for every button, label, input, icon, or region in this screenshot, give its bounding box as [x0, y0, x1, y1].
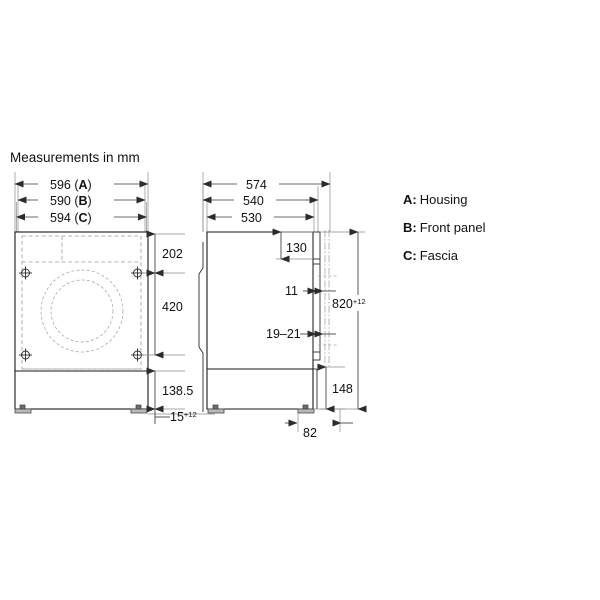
- dim-label-138-5: 138.5: [162, 384, 193, 398]
- dim-label-820: 820+12: [332, 297, 366, 311]
- dim-label-11: 11: [285, 284, 298, 298]
- dim-label-82: 82: [303, 426, 317, 440]
- dim-label-148: 148: [332, 382, 353, 396]
- dim-label-574: 574: [246, 178, 267, 192]
- side-view-feet: [207, 404, 315, 414]
- dim-label-19-21: 19–21: [266, 327, 301, 341]
- dim-label-15: 15+12: [170, 410, 197, 424]
- dim-label-420: 420: [162, 300, 183, 314]
- dim-label-590b: 590 (B): [50, 194, 92, 208]
- dim-label-130: 130: [286, 241, 307, 255]
- dim-label-530: 530: [241, 211, 262, 225]
- side-view-group: 574 540 530: [198, 172, 382, 440]
- legend-item-c: C:Fascia: [403, 248, 459, 263]
- mounting-points: [19, 266, 144, 362]
- front-view-group: 596 (A) 590 (B) 594 (C): [14, 172, 215, 424]
- legend-item-a: A:Housing: [403, 192, 467, 207]
- dim-label-596a: 596 (A): [50, 178, 92, 192]
- page-title: Measurements in mm: [10, 150, 140, 165]
- dim-label-594c: 594 (C): [50, 211, 92, 225]
- legend-item-b: B:Front panel: [403, 220, 486, 235]
- legend: A:Housing B:Front panel C:Fascia: [403, 192, 486, 263]
- dim-label-540: 540: [243, 194, 264, 208]
- dim-label-202: 202: [162, 247, 183, 261]
